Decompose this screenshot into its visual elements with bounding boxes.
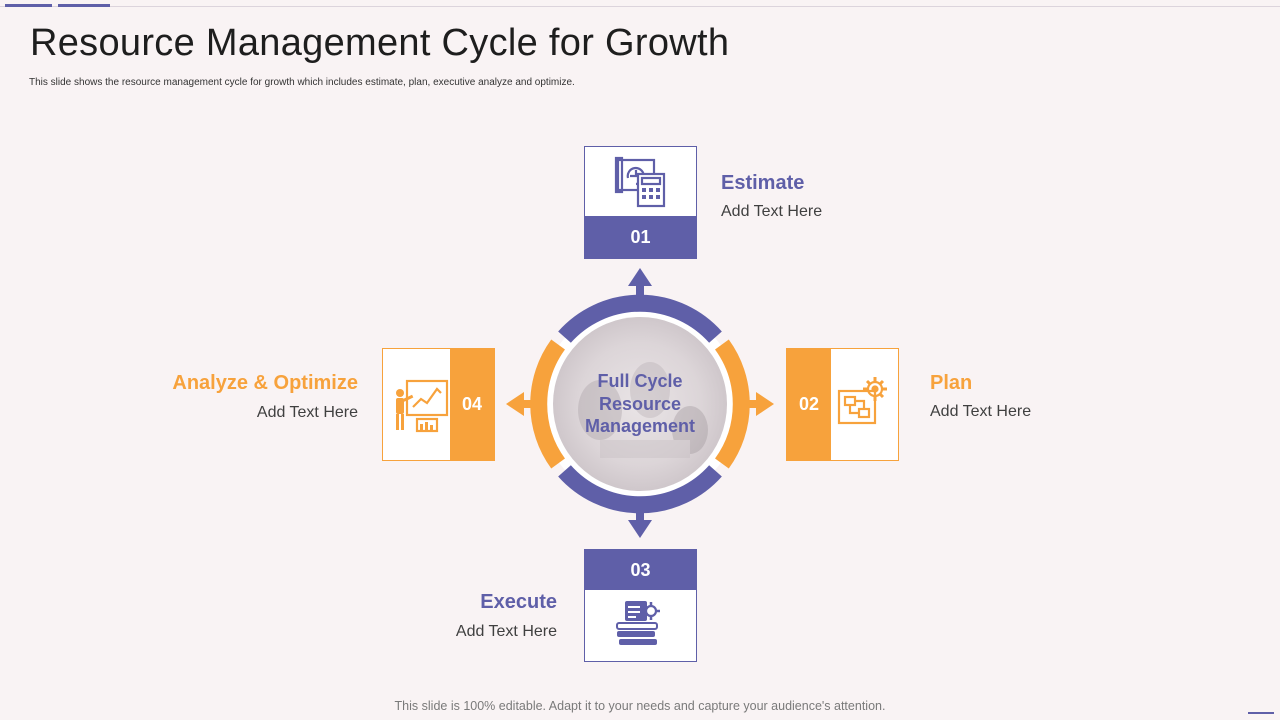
arrow-right [745, 392, 774, 416]
ring-arc-right [714, 339, 750, 469]
step-execute-number: 03 [585, 550, 696, 590]
center-label: Full Cycle Resource Management [570, 370, 710, 438]
slide-title: Resource Management Cycle for Growth [30, 22, 730, 64]
arrow-up [628, 268, 652, 300]
step-analyze-number: 04 [450, 349, 494, 460]
center-photo [553, 317, 727, 491]
step-estimate-number: 01 [585, 216, 696, 258]
bottom-right-accent [1248, 712, 1274, 714]
center-label-line1: Full Cycle [597, 371, 683, 391]
arrow-left [506, 392, 535, 416]
step-estimate-title: Estimate [721, 172, 805, 194]
presentation-chart-icon [396, 379, 449, 433]
step-plan-title: Plan [930, 372, 973, 394]
top-divider [0, 6, 1280, 7]
step-execute-title: Execute [480, 591, 557, 613]
step-execute-card: 03 [584, 549, 697, 662]
slide-footer: This slide is 100% editable. Adapt it to… [394, 699, 886, 713]
ring-arc-top [558, 294, 722, 343]
step-plan-number: 02 [787, 349, 831, 460]
step-estimate-card: 01 [584, 146, 697, 259]
center-photo-people [578, 362, 708, 458]
books-gear-icon [616, 601, 660, 645]
step-plan-text: Add Text Here [930, 403, 1032, 420]
ring-arc-bottom [558, 465, 722, 514]
arrow-down [628, 508, 652, 538]
step-plan-card: 02 [786, 348, 899, 461]
top-tab-2 [58, 4, 110, 7]
step-execute-text: Add Text Here [455, 623, 557, 640]
center-label-line3: Management [584, 416, 696, 436]
center-label-line2: Resource [598, 393, 682, 414]
ring-arc-left [530, 339, 566, 469]
blueprint-calculator-icon [614, 156, 666, 208]
plan-gear-icon [837, 377, 887, 425]
slide-subtitle: This slide shows the resource management… [29, 77, 575, 88]
step-estimate-text: Add Text Here [721, 203, 823, 220]
top-tab-1 [5, 4, 52, 7]
step-analyze-text: Add Text Here [256, 404, 358, 421]
cycle-ring [530, 294, 750, 514]
step-analyze-card: 04 [382, 348, 495, 461]
step-analyze-title: Analyze & Optimize [172, 372, 358, 394]
